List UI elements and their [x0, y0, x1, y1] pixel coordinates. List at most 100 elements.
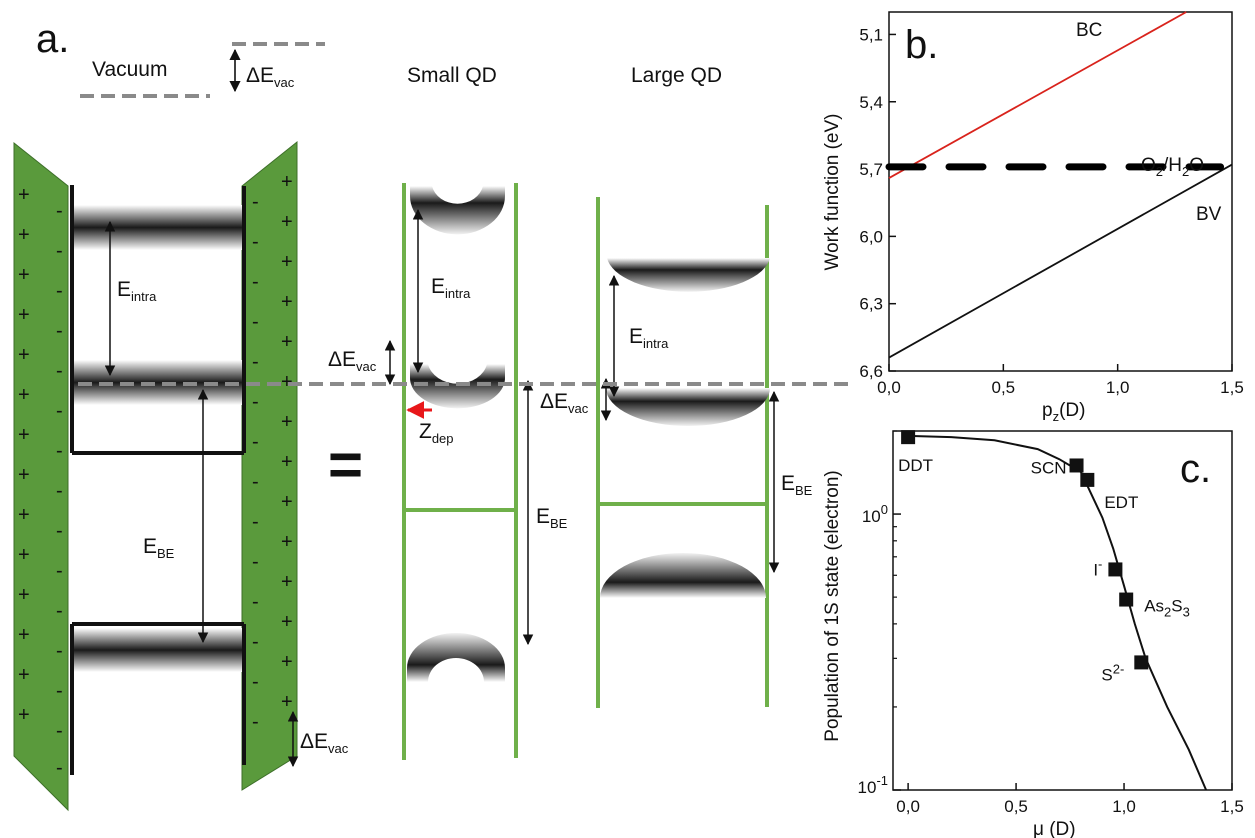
data-point-label: SCN: [1031, 458, 1067, 477]
panel-c-ticks: 0,0 0,5 1,0 1,5: [893, 430, 1244, 816]
data-point-label: S2-: [1101, 661, 1124, 684]
charge-minus: -: [56, 520, 63, 542]
panel-c-xtick-label: 0,0: [896, 797, 920, 816]
panel-b-ytick-label: 6,3: [859, 295, 883, 314]
charge-plus: +: [281, 571, 293, 593]
small-qd-label: Small QD: [407, 64, 497, 87]
panel-b-label: b.: [905, 23, 938, 67]
panel-b-xtick-label: 1,5: [1220, 378, 1244, 397]
charge-plus: +: [18, 544, 30, 566]
data-point-scn: [1069, 458, 1084, 473]
charge-minus: -: [252, 551, 259, 573]
data-point-label: EDT: [1104, 493, 1138, 512]
charge-plus: +: [18, 504, 30, 526]
charge-plus: +: [281, 251, 293, 273]
charge-minus: -: [252, 231, 259, 253]
charge-plus: +: [281, 691, 293, 713]
delta-evac-small-label: ΔEvac: [328, 348, 377, 374]
data-point-as2s3: [1119, 592, 1134, 607]
charge-plus: +: [18, 704, 30, 726]
panel-b-ytick-label: 5,4: [859, 93, 883, 112]
series-line-bv: [888, 163, 1233, 359]
data-point-ddt: [901, 430, 916, 445]
panel-b-ytick-label: 6,6: [859, 362, 883, 381]
charge-plus: +: [281, 491, 293, 513]
panel-c-xtick-label: 0,5: [1004, 797, 1028, 816]
charge-plus: +: [281, 171, 293, 193]
charge-minus: -: [56, 680, 63, 702]
small-qd-1sh-level: [407, 633, 505, 682]
charge-plus: +: [281, 211, 293, 233]
panel-b-xlabel: pz(D): [1042, 400, 1085, 424]
panel-c-ytick-0.1: 10-1: [858, 773, 888, 797]
panel-c-xtick-label: 1,5: [1220, 797, 1244, 816]
panel-b-xtick-label: 0,5: [992, 378, 1016, 397]
charge-minus: -: [252, 271, 259, 293]
panel-c-xlabel: μ (D): [1033, 819, 1076, 838]
e-intra-label-small: Eintra: [431, 275, 471, 301]
charge-minus: -: [56, 440, 63, 462]
panel-b-frame: [888, 11, 1233, 372]
delta-evac-large-label: ΔEvac: [540, 390, 589, 416]
small-qd-1pe-level: [410, 186, 505, 235]
charge-minus: -: [252, 511, 259, 533]
panel-b-xtick-label: 0,0: [877, 378, 901, 397]
charge-plus: +: [18, 264, 30, 286]
band-1pe: [74, 205, 242, 250]
series-line-bc: [888, 11, 1187, 179]
charge-plus: +: [18, 224, 30, 246]
data-point-label: I-: [1093, 556, 1102, 579]
fit-curve: [908, 434, 1208, 791]
panel-a: a. Vacuum ΔEvac Small QD Large QD ++++++…: [13, 17, 850, 812]
charge-minus: -: [252, 631, 259, 653]
e-be-label-large: EBE: [781, 472, 813, 498]
data-point-edt: [1080, 472, 1095, 487]
charge-plus: +: [18, 584, 30, 606]
charge-plus: +: [18, 184, 30, 206]
data-point-label: DDT: [898, 456, 933, 475]
charge-plus: +: [18, 464, 30, 486]
charge-minus: -: [56, 720, 63, 742]
panel-c-xtick-label: 1,0: [1112, 797, 1136, 816]
panel-c-label: c.: [1180, 447, 1211, 491]
bc-series-label: BC: [1076, 20, 1102, 41]
equals-sign: =: [328, 431, 363, 498]
e-intra-label-bulk: Eintra: [117, 278, 157, 304]
band-1sh: [74, 628, 242, 672]
charge-plus: +: [281, 411, 293, 433]
charge-plus: +: [281, 451, 293, 473]
charge-minus: -: [56, 200, 63, 222]
panel-c-ytick-1: 100: [862, 502, 888, 526]
charge-plus: +: [281, 331, 293, 353]
charge-plus: +: [281, 651, 293, 673]
charge-plus: +: [18, 424, 30, 446]
charge-minus: -: [252, 471, 259, 493]
charge-minus: -: [56, 600, 63, 622]
z-dep-label: Zdep: [419, 420, 454, 446]
redox-label: O2/H2O: [1141, 155, 1204, 179]
small-qd-1se-level: [410, 364, 505, 409]
delta-evac-top-label: ΔEvac: [246, 64, 295, 90]
delta-evac-bottom-label: ΔEvac: [300, 730, 349, 756]
data-point-label: As2S3: [1144, 597, 1190, 620]
charge-minus: -: [252, 351, 259, 373]
charge-minus: -: [56, 757, 63, 779]
charge-minus: -: [252, 671, 259, 693]
panel-a-label: a.: [36, 17, 69, 61]
vacuum-label: Vacuum: [92, 58, 167, 81]
charge-plus: +: [281, 371, 293, 393]
charge-plus: +: [281, 611, 293, 633]
e-be-label-bulk: EBE: [143, 535, 175, 561]
charge-minus: -: [252, 431, 259, 453]
charge-plus: +: [18, 624, 30, 646]
charge-plus: +: [18, 304, 30, 326]
charge-plus: +: [281, 531, 293, 553]
charge-minus: -: [56, 320, 63, 342]
data-point-s2-: [1134, 655, 1149, 670]
charge-minus: -: [56, 280, 63, 302]
